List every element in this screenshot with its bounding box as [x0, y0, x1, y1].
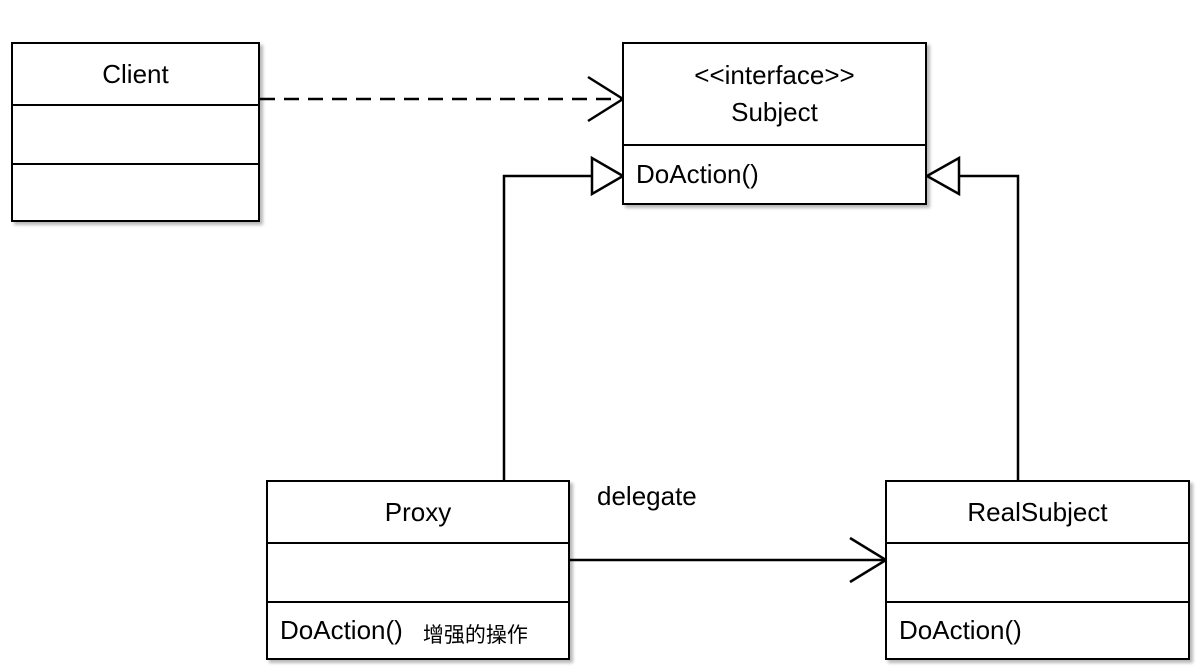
proxy-attributes-compartment — [268, 542, 568, 601]
client-methods-compartment — [13, 163, 258, 220]
client-name-compartment: Client — [13, 44, 258, 104]
subject-class-name: Subject — [731, 97, 818, 127]
subject-method-doaction: DoAction() — [636, 159, 759, 189]
hollow-triangle-arrowhead-left — [590, 155, 626, 197]
proxy-name-compartment: Proxy — [268, 482, 568, 542]
client-class-name: Client — [102, 58, 169, 89]
proxy-class-name: Proxy — [384, 496, 452, 527]
client-class[interactable]: Client — [11, 42, 260, 222]
subject-interface[interactable]: <<interface>> Subject DoAction() — [622, 42, 927, 205]
proxy-methods-compartment: DoAction() 增强的操作 — [268, 601, 568, 658]
realsubject-methods-compartment: DoAction() — [887, 601, 1188, 658]
realsubject-name-compartment: RealSubject — [887, 482, 1188, 542]
realsubject-attributes-compartment — [887, 542, 1188, 601]
realsubject-class-name: RealSubject — [967, 496, 1108, 527]
client-attributes-compartment — [13, 104, 258, 163]
delegate-label: delegate — [597, 481, 697, 511]
realsubject-method-doaction: DoAction() — [899, 615, 1022, 645]
proxy-class[interactable]: Proxy DoAction() 增强的操作 — [266, 480, 570, 660]
subject-name-compartment: <<interface>> Subject — [624, 44, 925, 144]
realization-line-realsubject-subject — [959, 174, 1020, 481]
realization-line-proxy-subject — [502, 174, 592, 481]
subject-methods-compartment: DoAction() — [624, 144, 925, 203]
proxy-method-doaction: DoAction() — [280, 615, 403, 645]
hollow-triangle-arrowhead-right — [924, 155, 961, 197]
subject-stereotype: <<interface>> — [694, 60, 855, 90]
proxy-method-note: 增强的操作 — [422, 622, 528, 647]
realsubject-class[interactable]: RealSubject DoAction() — [885, 480, 1190, 660]
